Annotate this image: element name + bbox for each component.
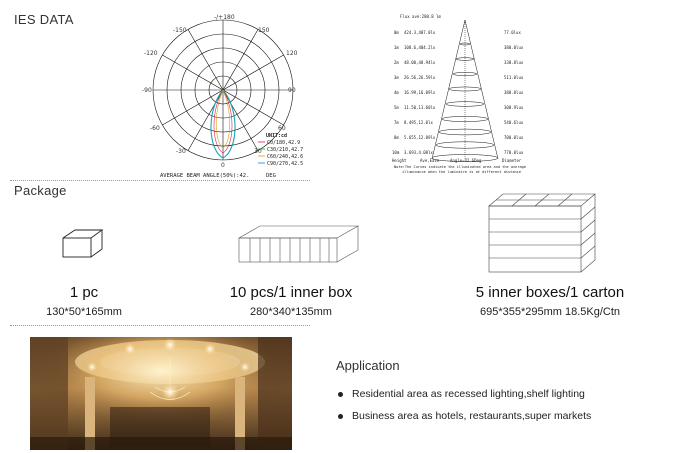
application-title: Application xyxy=(336,358,400,373)
cone-row-8-eave: 3.693,4.08lx xyxy=(404,150,433,155)
package-title: Package xyxy=(14,183,67,198)
cone-row-0-diam: 77.0lux xyxy=(504,30,521,35)
illuminance-cone-diagram: Flux ave:280.8 lm 0m 424.3,407.0lx 77.0l… xyxy=(392,14,532,182)
package-3-dims: 695*355*295mm 18.5Kg/Ctn xyxy=(479,306,621,318)
angle-label-150: 150 xyxy=(258,27,270,34)
package-2-label: 10 pcs/1 inner box xyxy=(229,284,353,301)
cone-footer-eave: Ave,Eave xyxy=(420,158,440,163)
average-beam-angle-unit: DEG xyxy=(266,173,276,179)
application-item-2: Business area as hotels, restaurants,sup… xyxy=(338,410,591,422)
legend-c0: C0/180,42.9 xyxy=(267,140,300,146)
application-item-1-text: Residential area as recessed lighting,sh… xyxy=(352,388,585,400)
cone-header: Flux ave:280.8 lm xyxy=(400,14,441,19)
angle-label-neg90: -90 xyxy=(142,87,152,94)
single-box-icon xyxy=(62,229,104,258)
angle-label-60: 60 xyxy=(278,125,286,132)
angle-label-30: 30 xyxy=(254,148,262,155)
angle-label-neg60: -60 xyxy=(150,125,160,132)
bullet-icon xyxy=(338,413,343,419)
cone-row-8-diam: 770.0lux xyxy=(504,150,524,155)
cone-row-7-diam: 700.0lux xyxy=(504,135,524,140)
angle-label-90: 90 xyxy=(288,87,296,94)
angle-label-neg120: -120 xyxy=(144,50,158,57)
cone-note-line2: illuminance when the luminaire is at dif… xyxy=(402,170,521,174)
polar-angle-labels: -/+180 150 -150 120 -120 90 -90 60 -60 3… xyxy=(142,14,298,169)
legend-c60: C60/240,42.6 xyxy=(267,154,303,160)
cone-footer-height: Height xyxy=(392,158,407,163)
cone-row-1-diam: 380.0lux xyxy=(504,45,524,50)
legend-c90: C90/270,42.5 xyxy=(267,161,303,167)
polar-curves xyxy=(210,89,236,159)
cone-row-5-height: 5m xyxy=(394,105,399,110)
package-1-label: 1 pc xyxy=(69,284,99,301)
cone-row-1-height: 1m xyxy=(394,45,399,50)
cone-row-2-eave: 48.00,48.94lx xyxy=(404,60,436,65)
hotel-lobby-illustration xyxy=(30,337,292,450)
cone-row-1-eave: 108.6,404.2lx xyxy=(404,45,436,50)
application-hotel-photo xyxy=(30,337,292,450)
angle-label-neg30: -30 xyxy=(176,148,186,155)
cone-row-3-eave: 26.56,26.59lx xyxy=(404,75,436,80)
cone-row-4-diam: 380.0lux xyxy=(504,90,524,95)
cone-row-4-eave: 16.99,16.09lx xyxy=(404,90,436,95)
cone-row-6-diam: 540.6lux xyxy=(504,120,524,125)
divider-package xyxy=(10,325,310,326)
unit-label: UNIT:cd xyxy=(266,133,287,139)
inner-box-icon xyxy=(238,225,360,263)
cone-row-8-height: 10m xyxy=(392,150,400,155)
average-beam-angle: AVERAGE BEAM ANGLE(50%):42. xyxy=(160,173,249,179)
cone-footer-diameter: Diameter xyxy=(502,158,522,163)
divider-ies xyxy=(10,180,310,181)
cone-row-2-height: 2m xyxy=(394,60,399,65)
angle-label-0: 0 xyxy=(221,162,225,169)
polar-candela-chart: -/+180 150 -150 120 -120 90 -90 60 -60 3… xyxy=(142,14,303,179)
cone-row-6-height: 7m xyxy=(394,120,399,125)
cone-row-3-height: 3m xyxy=(394,75,399,80)
cone-row-7-height: 8m xyxy=(394,135,399,140)
ies-data-title: IES DATA xyxy=(14,12,74,27)
cone-note-line1: Note:The Curves indicate the illuminated… xyxy=(394,165,526,169)
bullet-icon xyxy=(338,391,343,397)
package-1-dims: 130*50*165mm xyxy=(46,306,122,318)
polar-legend: UNIT:cd C0/180,42.9 C30/210,42.7 C60/240… xyxy=(258,133,303,167)
angle-label-120: 120 xyxy=(286,50,298,57)
cone-row-4-height: 4m xyxy=(394,90,399,95)
cone-row-0-height: 0m xyxy=(394,30,399,35)
application-item-2-text: Business area as hotels, restaurants,sup… xyxy=(352,410,592,422)
cone-graphic xyxy=(431,19,499,162)
cone-row-2-diam: 330.8lux xyxy=(504,60,524,65)
application-item-1: Residential area as recessed lighting,sh… xyxy=(338,388,585,400)
carton-icon xyxy=(488,193,596,273)
angle-label-neg150: -150 xyxy=(173,27,187,34)
cone-footer-angle: Angle=42.6Deg xyxy=(450,158,482,163)
package-2-dims: 280*340*135mm xyxy=(250,306,332,318)
cone-row-5-diam: 300.9lux xyxy=(504,105,524,110)
package-3-label: 5 inner boxes/1 carton xyxy=(475,284,625,301)
cone-row-3-diam: 511.0lux xyxy=(504,75,524,80)
cone-row-7-eave: 5.655,12.09lx xyxy=(404,135,436,140)
angle-label-180: -/+180 xyxy=(214,14,235,21)
legend-c30: C30/210,42.7 xyxy=(267,147,303,153)
cone-row-5-eave: 11.50,11.60lx xyxy=(404,105,436,110)
cone-row-0-eave: 424.3,407.0lx xyxy=(404,30,436,35)
cone-row-6-eave: 8.495,12.0lx xyxy=(404,120,433,125)
